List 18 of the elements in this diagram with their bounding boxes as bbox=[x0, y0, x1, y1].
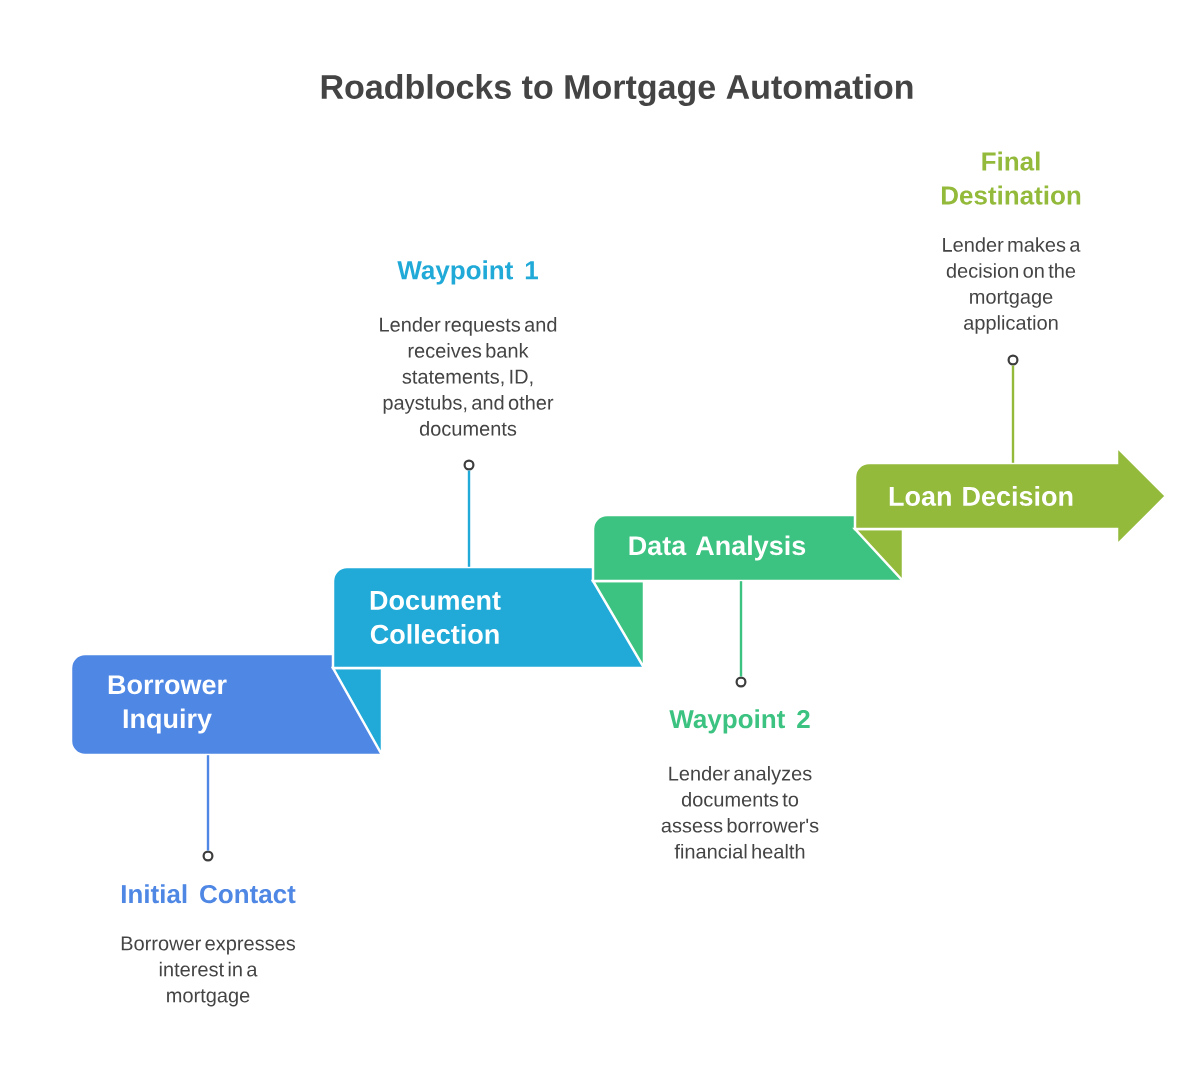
step-heading: Final Destination bbox=[941, 151, 1081, 205]
step-description: Lender makes a decision on the mortgage application bbox=[943, 237, 1081, 334]
leader-line bbox=[206, 755, 210, 851]
ring-marker bbox=[463, 459, 475, 471]
step-heading: Waypoint 2 bbox=[669, 709, 810, 734]
leader-line bbox=[739, 581, 743, 677]
leader-line bbox=[1011, 365, 1015, 463]
title: Roadblocks to Mortgage Automation bbox=[321, 74, 913, 106]
ring-marker bbox=[1007, 354, 1019, 366]
step-heading: Waypoint 1 bbox=[397, 260, 538, 285]
leader-line bbox=[467, 470, 471, 567]
step-description: Lender requests and receives bank statements, ID, paystubs, and other documents bbox=[380, 317, 557, 436]
step-description: Lender analyzes documents to assess borrower's financial health bbox=[661, 765, 819, 859]
ring-marker bbox=[202, 850, 214, 862]
step-heading: Initial Contact bbox=[121, 884, 296, 904]
step-description: Borrower expresses interest in a mortgage bbox=[121, 936, 296, 1007]
ring-marker bbox=[735, 676, 747, 688]
ribbon-band: Borrower Inquiry bbox=[69, 652, 384, 757]
